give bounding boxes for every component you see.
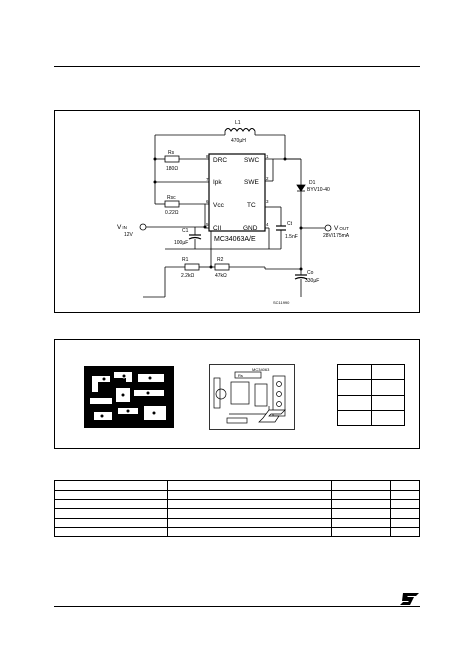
- c1-ref: C1: [182, 228, 189, 234]
- table-cell: [331, 480, 391, 491]
- ct-ref: Ct: [287, 221, 293, 227]
- rsc-resistor: [164, 200, 180, 208]
- ic-pin-label: GND: [243, 225, 258, 232]
- top-rule: [54, 66, 420, 67]
- r2-value: 47kΩ: [215, 273, 227, 279]
- ic-pin-label: Ipk: [213, 179, 222, 186]
- pcb-panel: Rs MC34063: [54, 339, 420, 449]
- ic-pin-label: CII: [213, 225, 222, 232]
- r2-ref: R2: [217, 257, 224, 263]
- diode-symbol: [296, 184, 306, 192]
- pcb-legend-table: [337, 363, 405, 427]
- ic-name: MC34063A/E: [214, 236, 256, 243]
- inductor-value: 470µH: [231, 138, 246, 144]
- schematic-panel: L1 470µH Rs 180Ω Rsc 0.22Ω C1 100µF R1 2…: [54, 110, 420, 313]
- st-logo-small-icon: [258, 409, 286, 423]
- ic-pin-number: 4: [266, 222, 269, 227]
- st-logo-icon: [400, 593, 419, 605]
- inductor-symbol: [224, 128, 256, 132]
- inductor-ref: L1: [235, 120, 241, 126]
- table-cell: [54, 480, 168, 491]
- ic-pin-label: Vcc: [213, 202, 225, 209]
- ic-pin-number: 8: [206, 154, 209, 159]
- parts-table: [54, 480, 420, 538]
- vout-terminal: [324, 224, 332, 232]
- table-cell: [390, 480, 420, 491]
- ic-pin-label: SWE: [244, 179, 259, 186]
- c1-value: 100µF: [174, 240, 188, 246]
- vin-terminal: [139, 223, 147, 231]
- ic-pin-label: TC: [247, 202, 256, 209]
- ic-pin-label: SWC: [244, 157, 259, 164]
- r2-resistor: [214, 263, 230, 271]
- vin-label: VIN: [117, 224, 127, 231]
- diode-value: BYV10-40: [307, 187, 330, 193]
- schematic-diagram: L1 470µH Rs 180Ω Rsc 0.22Ω C1 100µF R1 2…: [117, 120, 350, 305]
- figure-code: SC11990: [273, 300, 290, 305]
- rs-value: 180Ω: [166, 166, 178, 172]
- ic-body: [208, 153, 266, 232]
- co-ref: Co: [307, 270, 314, 276]
- ic-pin-number: 1: [266, 154, 269, 159]
- ic-pin-label: DRC: [213, 157, 227, 164]
- r1-resistor: [184, 263, 200, 271]
- pcb-copper-layout: [84, 366, 174, 428]
- ic-pin-number: 6: [206, 199, 209, 204]
- pcb-label: MC34063: [252, 367, 270, 372]
- vout-label: VOUT: [334, 225, 349, 232]
- ct-value: 1.5nF: [285, 234, 298, 240]
- pcb-label: Rs: [238, 373, 243, 378]
- co-value: 330µF: [305, 278, 319, 284]
- ic-pin-number: 3: [266, 199, 269, 204]
- rsc-value: 0.22Ω: [165, 210, 179, 216]
- rsc-ref: Rsc: [167, 195, 176, 201]
- diode-ref: D1: [309, 180, 316, 186]
- rs-ref: Rs: [168, 150, 175, 156]
- r1-value: 2.2kΩ: [181, 273, 194, 279]
- vin-value: 12V: [124, 232, 134, 238]
- vout-value: 28V/175mA: [323, 233, 350, 239]
- pcb-component-layout: Rs MC34063: [209, 364, 295, 430]
- ic-pin-number: 2: [266, 176, 269, 181]
- bottom-rule: [54, 606, 420, 607]
- rs-resistor: [164, 155, 180, 163]
- ic-pin-number: 5: [206, 222, 209, 227]
- table-cell: [167, 480, 332, 491]
- ic-pin-number: 7: [206, 177, 209, 182]
- r1-ref: R1: [182, 257, 189, 263]
